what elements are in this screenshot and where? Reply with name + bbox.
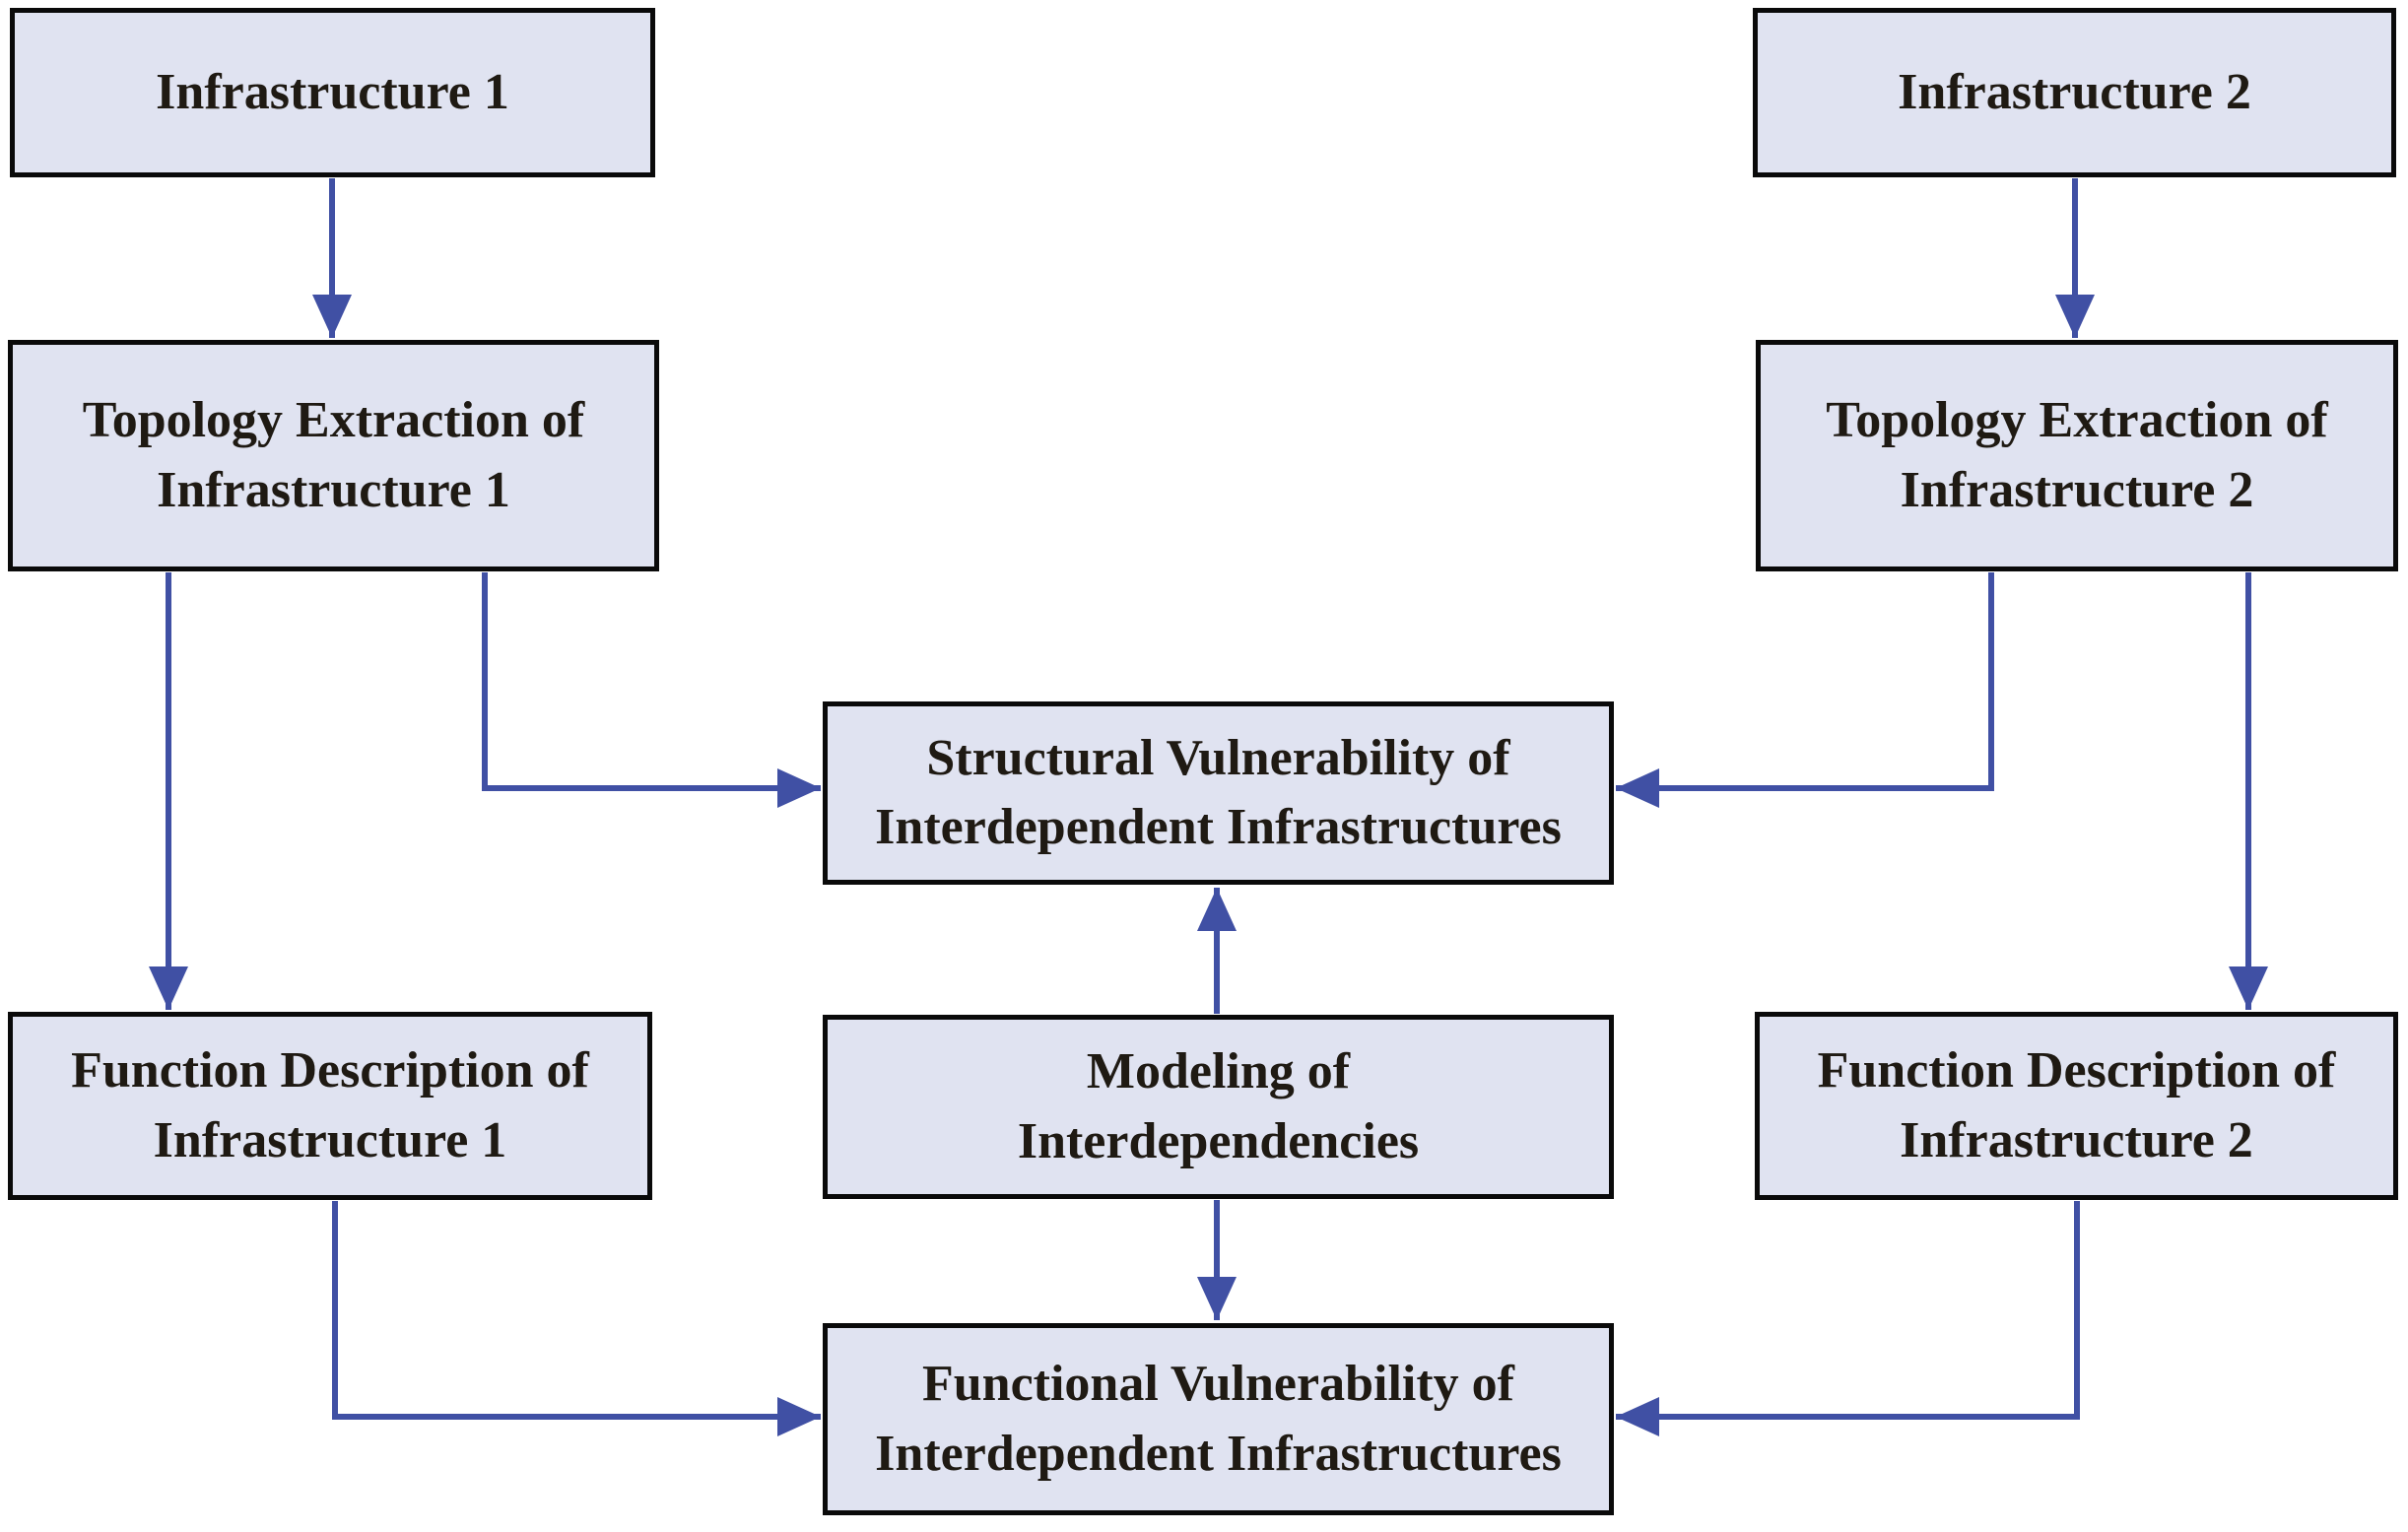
node-label: Function Description of Infrastructure 2 xyxy=(1817,1042,2336,1168)
arrow-function-description1-to-functional-vulnerability xyxy=(332,1201,821,1436)
node-label: Functional Vulnerability of Interdepende… xyxy=(875,1356,1562,1482)
node-infrastructure-1: Infrastructure 1 xyxy=(10,8,655,177)
node-label: Function Description of Infrastructure 1 xyxy=(71,1042,589,1168)
arrow-function-description2-to-functional-vulnerability xyxy=(1616,1201,2080,1436)
node-function-description-2: Function Description of Infrastructure 2 xyxy=(1755,1012,2398,1200)
node-topology-extraction-1: Topology Extraction of Infrastructure 1 xyxy=(8,340,659,571)
arrow-topology1-to-structural-vulnerability xyxy=(482,572,821,808)
node-structural-vulnerability: Structural Vulnerability of Interdepende… xyxy=(823,701,1614,885)
node-label: Infrastructure 2 xyxy=(1898,63,2251,120)
arrow-topology2-to-structural-vulnerability xyxy=(1616,572,1994,808)
node-infrastructure-2: Infrastructure 2 xyxy=(1753,8,2396,177)
node-label: Modeling of Interdependencies xyxy=(1017,1043,1420,1169)
node-label: Topology Extraction of Infrastructure 1 xyxy=(82,392,585,518)
node-label: Structural Vulnerability of Interdepende… xyxy=(875,729,1562,855)
node-function-description-1: Function Description of Infrastructure 1 xyxy=(8,1012,652,1200)
node-modeling-of-interdependencies: Modeling of Interdependencies xyxy=(823,1015,1614,1199)
node-label: Topology Extraction of Infrastructure 2 xyxy=(1826,392,2328,518)
node-topology-extraction-2: Topology Extraction of Infrastructure 2 xyxy=(1756,340,2398,571)
node-functional-vulnerability: Functional Vulnerability of Interdepende… xyxy=(823,1323,1614,1515)
node-label: Infrastructure 1 xyxy=(156,63,509,120)
